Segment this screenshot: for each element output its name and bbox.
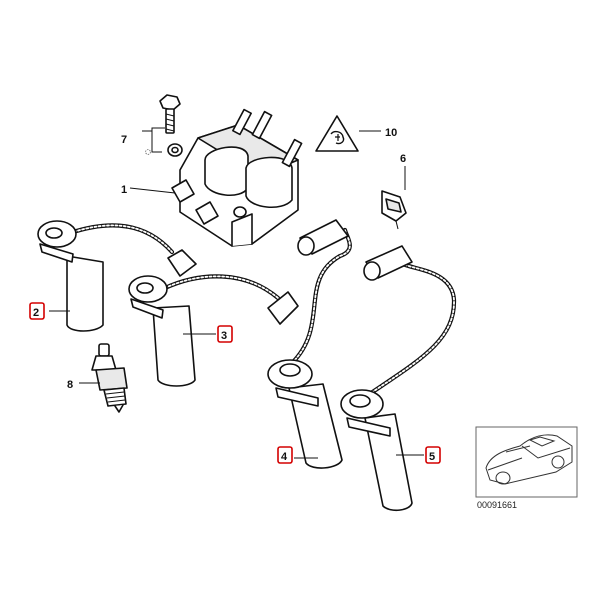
spark-plug-lead-part-5 — [340, 245, 457, 512]
clip-part-6 — [381, 190, 407, 230]
callout-2-highlight-box — [29, 302, 45, 320]
callout-5-highlight-box — [425, 446, 441, 464]
callout-2: 2 — [33, 307, 39, 319]
callout-10: 10 — [385, 127, 397, 139]
reference-number: 00091661 — [477, 500, 517, 510]
spark-plug-lead-part-3 — [128, 274, 299, 387]
callout-4-highlight-box — [277, 446, 293, 464]
callout-1: 1 — [121, 184, 127, 196]
spark-plug-lead-part-4 — [267, 219, 352, 469]
callout-4: 4 — [281, 451, 288, 463]
car-outline-icon — [485, 434, 573, 485]
spark-plug-part-8 — [91, 343, 128, 413]
vehicle-locator-thumbnail: 00091661 — [475, 426, 578, 510]
ignition-coil-part-1 — [171, 108, 303, 247]
callout-3: 3 — [221, 330, 227, 342]
callout-6: 6 — [400, 153, 406, 165]
callout-7: 7 — [121, 134, 127, 146]
leader-7 — [142, 127, 165, 153]
warning-sticker-part-10 — [315, 115, 359, 152]
spark-plug-lead-part-2 — [37, 220, 197, 332]
callout-8: 8 — [67, 379, 73, 391]
callout-3-highlight-box — [217, 325, 233, 343]
bolt-and-washer-part-7 — [145, 94, 183, 157]
leader-1 — [129, 187, 176, 194]
callout-5: 5 — [429, 451, 435, 463]
